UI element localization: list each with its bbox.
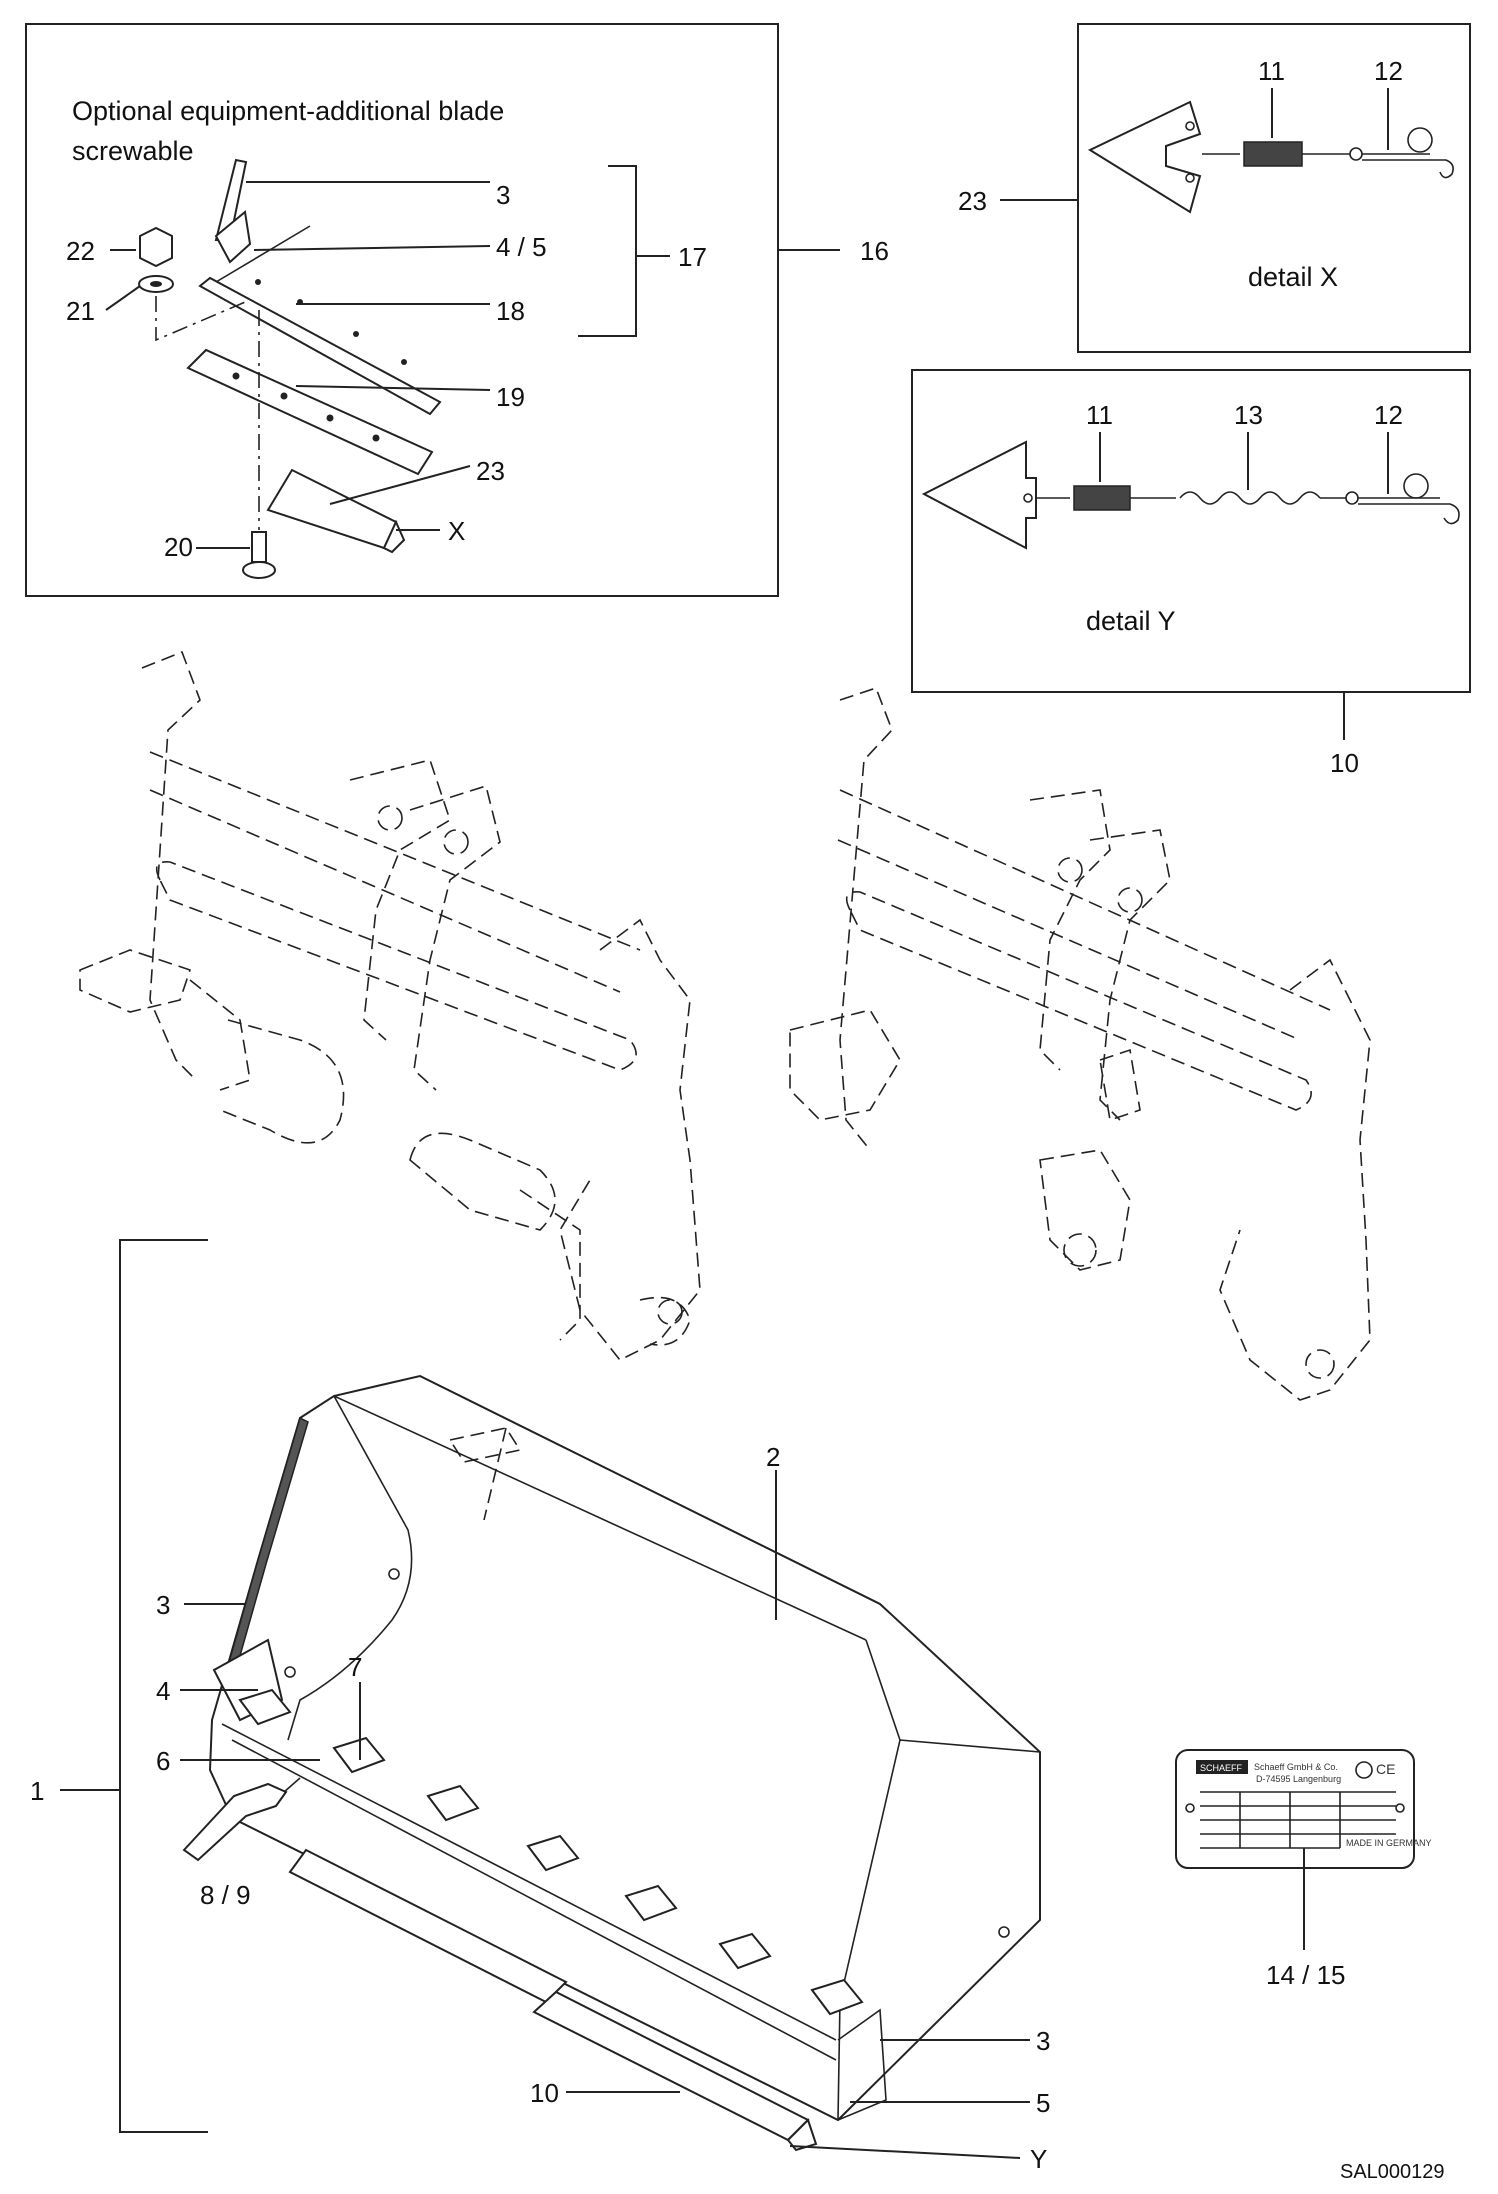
callout-3-bucket: 3: [156, 1590, 170, 1620]
callout-10-top: 10: [1330, 748, 1359, 778]
tooth-8-9: [182, 1782, 288, 1862]
callout-4: 4: [156, 1676, 170, 1706]
callout-16: 16: [860, 236, 889, 266]
detail-x-caption: detail X: [1248, 262, 1338, 292]
optional-equipment-panel: Optional equipment-additional blade scre…: [25, 23, 889, 597]
nameplate-brand: SCHAEFF: [1200, 1763, 1243, 1773]
detail-x-panel: 11 12 23 detail X: [958, 23, 1471, 353]
callout-6: 6: [156, 1746, 170, 1776]
quick-hitch-right: [789, 686, 1371, 1401]
spring-icon: [1243, 141, 1303, 167]
nameplate-maker: Schaeff GmbH & Co.: [1254, 1762, 1338, 1772]
detail-y-panel: 11 13 12 detail Y 10: [911, 369, 1471, 778]
nameplate: SCHAEFF Schaeff GmbH & Co. D-74595 Lange…: [1175, 1749, 1432, 1990]
edge-protector: [266, 468, 398, 550]
edge-protector-plate: [1087, 100, 1202, 214]
callout-7: 7: [348, 1652, 362, 1682]
hook-pin-icon: [1362, 153, 1454, 179]
spring-icon-y: [1073, 485, 1131, 511]
callout-20: 20: [164, 532, 193, 562]
optional-title-line2: screwable: [72, 136, 194, 166]
nameplate-address: D-74595 Langenburg: [1256, 1774, 1341, 1784]
callout-12-x: 12: [1374, 56, 1403, 86]
callout-18: 18: [496, 296, 525, 326]
callout-8-9: 8 / 9: [200, 1880, 251, 1910]
bolt-icon: [251, 531, 267, 563]
bucket: [208, 1374, 1041, 2122]
callout-21: 21: [66, 296, 95, 326]
callout-11-x: 11: [1258, 56, 1285, 86]
drawing-id: SAL000129: [1340, 2161, 1445, 2183]
callout-23-detail: 23: [958, 186, 987, 216]
nut-icon: [139, 226, 173, 268]
nameplate-origin: MADE IN GERMANY: [1346, 1838, 1432, 1848]
callout-19: 19: [496, 382, 525, 412]
callout-x: X: [448, 516, 465, 546]
callout-2: 2: [766, 1442, 780, 1472]
cutting-edge-bar: [198, 276, 442, 416]
callout-5: 5: [1036, 2088, 1050, 2118]
callout-4-5-top: 4 / 5: [496, 232, 547, 262]
callout-y: Y: [1030, 2144, 1047, 2174]
nameplate-ce: CE: [1376, 1761, 1395, 1777]
callout-22: 22: [66, 236, 95, 266]
callout-13: 13: [1234, 400, 1263, 430]
edge-protector-10: [288, 1848, 818, 2152]
callout-3-top: 3: [496, 180, 510, 210]
chain-icon: [1179, 491, 1321, 505]
quick-hitch-left: [79, 650, 701, 1362]
edge-protector-plate-y: [921, 440, 1037, 550]
callout-10-bucket: 10: [530, 2078, 559, 2108]
callout-17: 17: [678, 242, 707, 272]
callout-11-y: 11: [1086, 400, 1113, 430]
detail-y-caption: detail Y: [1086, 606, 1176, 636]
callout-3-right: 3: [1036, 2026, 1050, 2056]
callout-14-15: 14 / 15: [1266, 1960, 1346, 1990]
callout-12-y: 12: [1374, 400, 1403, 430]
callout-1: 1: [30, 1776, 44, 1806]
bucket-body: [208, 1374, 1041, 2122]
wear-plate: [214, 210, 252, 264]
callout-23-optional: 23: [476, 456, 505, 486]
additional-blade: [186, 348, 434, 476]
optional-title-line1: Optional equipment-additional blade: [72, 96, 504, 126]
hook-pin-icon-y: [1358, 497, 1460, 525]
